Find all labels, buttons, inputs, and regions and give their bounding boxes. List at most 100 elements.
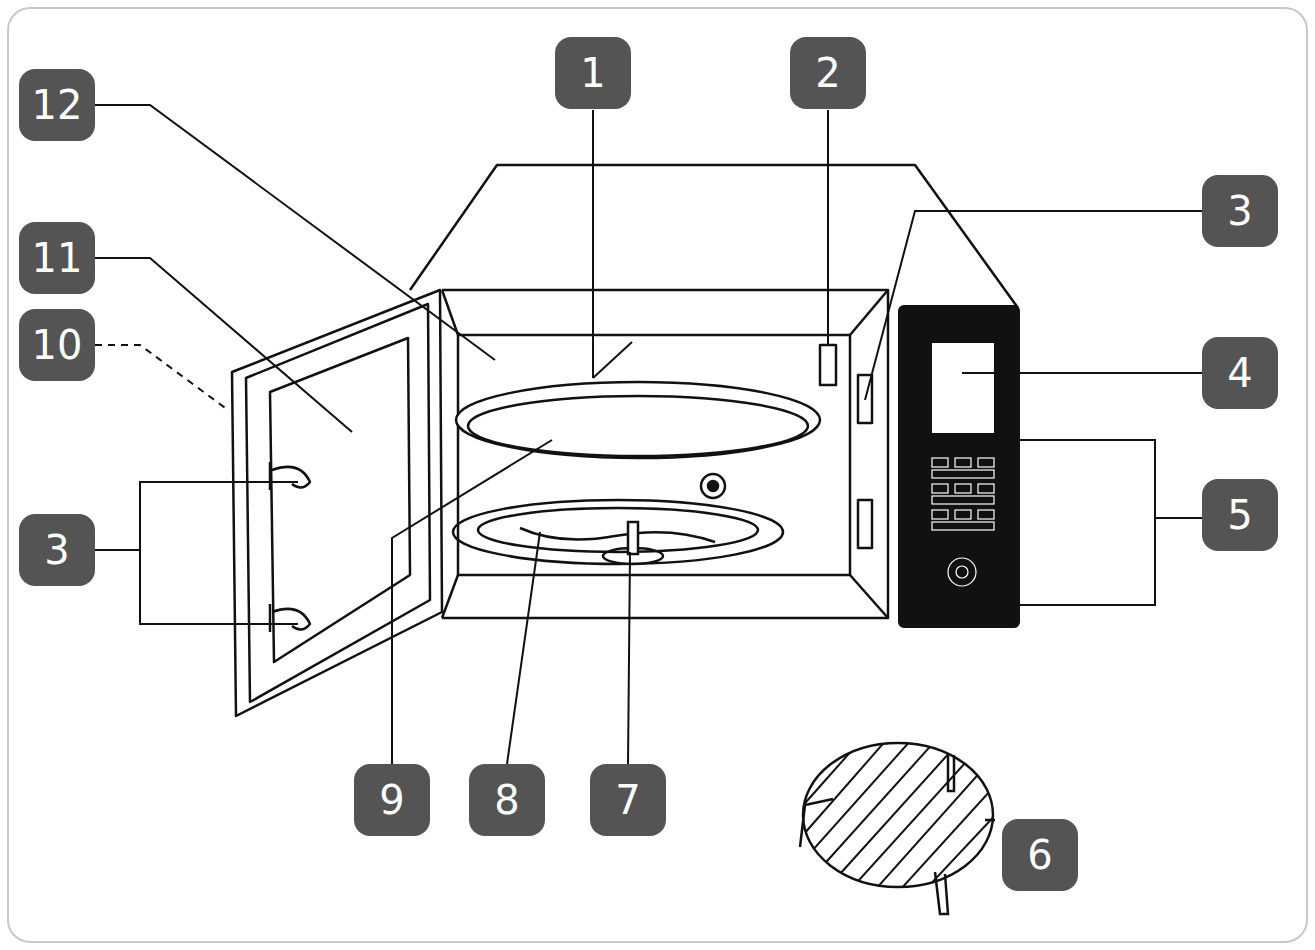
callout-number: 4 [1227,353,1252,393]
button [932,458,948,467]
leader-line [95,105,495,360]
turntable [453,382,820,564]
leader-line [827,110,829,345]
button [932,510,948,519]
leader-line [593,342,632,378]
rack-leg [948,755,954,791]
glass-tray [456,382,820,458]
display-window [932,343,994,433]
callout-number: 2 [815,53,840,93]
cavity-edge [850,575,888,618]
button [978,458,994,467]
callout-badge: 10 [19,309,95,381]
tray-roller-hub [708,481,718,491]
dial-center [956,566,968,578]
rack-wire [810,730,945,880]
rack-wire [875,750,1000,890]
roller-ring-inner [478,508,758,552]
leader-line [95,258,352,432]
leader-line [1155,517,1202,519]
door-switch [820,345,836,385]
cavity-edge [850,290,888,335]
callout-badge: 9 [354,764,430,836]
door [232,290,442,716]
callout-badge: 3 [1202,175,1278,247]
hook-base [269,604,272,632]
callout-badge: 7 [590,764,666,836]
rack-wire [790,730,895,850]
leader-line [592,110,594,378]
grill-rack [790,730,1000,914]
callout-badge: 2 [790,37,866,109]
callout-badge: 5 [1202,479,1278,551]
panel-body [898,305,1020,628]
rack-wire [900,780,1000,890]
bracket [140,482,298,624]
hook-base [269,462,272,490]
callout-number: 8 [494,780,519,820]
callout-badge: 4 [1202,337,1278,409]
leader-line-dashed [95,345,228,410]
callout-badge: 8 [469,764,545,836]
button [932,470,994,478]
button [932,522,994,530]
button [932,484,948,493]
callout-badge: 3 [19,514,95,586]
callout-number: 3 [1227,191,1252,231]
callout-number: 6 [1027,835,1052,875]
door-hook [272,609,310,630]
leader-line [392,440,552,764]
callout-badge: 1 [555,37,631,109]
callout-number: 10 [32,325,83,365]
tray-roller [701,474,725,498]
panel-buttons [932,458,994,586]
callout-badge: 12 [19,69,95,141]
cavity-back [458,335,850,575]
cavity-edge [442,575,458,618]
callout-number: 1 [580,53,605,93]
leader-lines [95,105,1202,764]
button [978,510,994,519]
button [978,484,994,493]
door-outer [232,290,442,716]
door-hook [272,467,310,488]
bracket [996,440,1155,605]
cabinet-front [442,290,888,618]
rack-wire [950,840,1000,890]
leader-line [962,372,1202,374]
rack-wire [795,730,920,870]
rack-wire [790,730,870,820]
callout-number: 7 [615,780,640,820]
button [932,496,994,504]
button [955,510,971,519]
roller-arm [520,528,715,542]
leader-line [865,211,1202,400]
rack-hatch [790,730,1000,890]
cavity-edge [442,290,458,335]
dial [948,558,976,586]
callout-number: 9 [379,780,404,820]
callout-number: 11 [32,238,83,278]
glass-tray-inner [468,396,808,456]
button [955,484,971,493]
leader-line [628,552,630,764]
callout-badge: 6 [1002,819,1078,891]
coupler-shaft [628,522,638,554]
roller-ring-outer [453,500,783,564]
frame-border [8,8,1307,942]
callout-number: 3 [44,530,69,570]
leader-line [95,549,140,551]
callout-badge: 11 [19,222,95,294]
rack-leg [985,819,995,822]
control-panel [898,305,1020,628]
door-window [270,338,410,662]
callout-number: 12 [32,85,83,125]
rack-leg [800,799,833,847]
rack-leg [935,872,948,914]
latch-slot [858,500,872,548]
callout-number: 5 [1227,495,1252,535]
button [955,458,971,467]
leader-line [507,532,540,764]
cabinet-top [410,165,1018,308]
